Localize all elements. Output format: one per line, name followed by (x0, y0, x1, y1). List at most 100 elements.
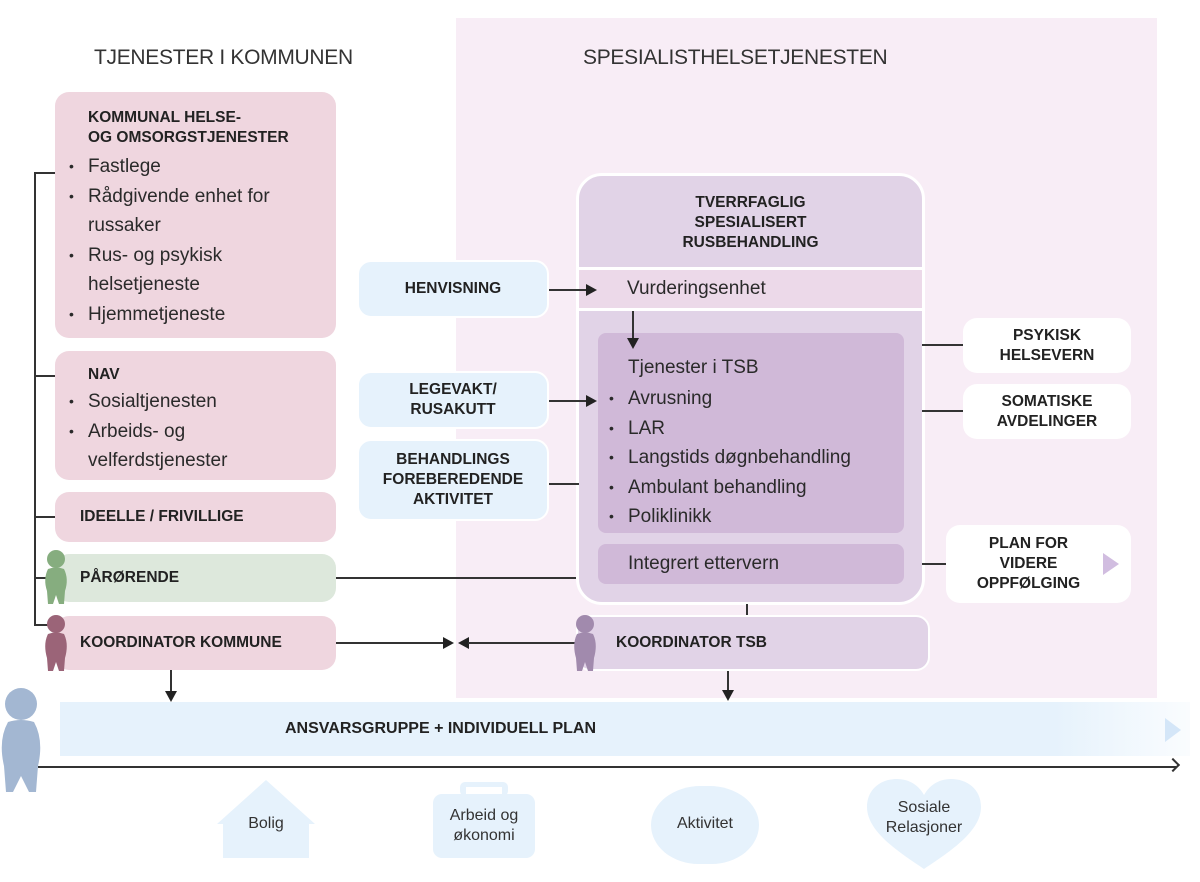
person-maroon-icon (43, 614, 69, 672)
legevakt-label-1: LEGEVAKT/ (409, 381, 497, 398)
parorende-box[interactable]: PÅRØRENDE (55, 554, 336, 602)
bolig-label: Bolig (248, 815, 284, 832)
psykisk-helsevern-box[interactable]: PSYKISK HELSEVERN (963, 318, 1131, 373)
behandling-label-1: BEHANDLINGS (396, 451, 510, 468)
arrow-right-icon (586, 284, 597, 296)
henvisning-label: HENVISNING (404, 280, 502, 297)
list-item: Hjemmetjeneste (69, 300, 324, 330)
tsb-services-box[interactable]: Tjenester i TSB Avrusning LAR Langstids … (598, 333, 904, 533)
spesialist-section-title: SPESIALISTHELSETJENESTEN (583, 46, 888, 69)
person-green-icon (43, 549, 69, 605)
kommune-section-title: TJENESTER I KOMMUNEN (94, 46, 353, 69)
tsb-services-title: Tjenester i TSB (628, 357, 759, 378)
arrow-down-icon (722, 690, 734, 701)
arbeid-label-2: økonomi (453, 827, 515, 844)
behandlings-forberedende-box[interactable]: BEHANDLINGS FOREBEREDENDE AKTIVITET (357, 439, 549, 521)
sosiale-label-2: Relasjoner (885, 819, 963, 836)
arbeid-label: Arbeid og økonomi (433, 806, 535, 846)
arrow-right-icon (586, 395, 597, 407)
psykisk-link-line (922, 344, 964, 346)
arbeid-label-1: Arbeid og (449, 807, 519, 824)
list-item: Rådgivende enhet for russaker (69, 182, 324, 241)
connector-koordinator (34, 624, 48, 626)
plan-label-1: PLAN FOR (988, 535, 1069, 552)
tsb-title-2: SPESIALISERT (694, 214, 807, 231)
list-item: Langstids døgnbehandling (609, 443, 899, 473)
koordinator-kommune-label: KOORDINATOR KOMMUNE (80, 634, 282, 651)
vurderingsenhet-label: Vurderingsenhet (627, 278, 766, 299)
aktivitet-label: Aktivitet (676, 815, 733, 832)
kommunal-helse-box[interactable]: KOMMUNAL HELSE- OG OMSORGSTJENESTER Fast… (55, 92, 336, 338)
henvisning-link-line (549, 289, 587, 291)
kommune-connector-line (34, 172, 36, 624)
tsb-title: TVERRFAGLIG SPESIALISERT RUSBEHANDLING (579, 193, 922, 253)
sosiale-label-1: Sosiale (897, 799, 951, 816)
koordinator-tsb-box[interactable]: KOORDINATOR TSB (576, 615, 930, 671)
connector-ideelle (34, 516, 56, 518)
integrert-ettervern-box[interactable]: Integrert ettervern (598, 544, 904, 584)
kommunal-helse-title-2: OG OMSORGSTJENESTER (88, 129, 289, 146)
legevakt-box[interactable]: LEGEVAKT/ RUSAKUTT (357, 371, 549, 429)
connector-parorende (34, 577, 48, 579)
kommunal-helse-title-1: KOMMUNAL HELSE- (88, 109, 241, 126)
legevakt-link-line (549, 400, 587, 402)
vurderingsenhet-row[interactable]: Vurderingsenhet (579, 267, 922, 311)
arrow-down-icon (165, 691, 177, 702)
koordinator-tsb-label: KOORDINATOR TSB (616, 634, 767, 651)
somatiske-link-line (922, 410, 964, 412)
nav-title: NAV (88, 366, 120, 383)
somatiske-label-1: SOMATISKE (1001, 392, 1093, 410)
plan-label-2: VIDERE (999, 555, 1058, 572)
psykisk-label-1: PSYKISK (1012, 326, 1082, 344)
ideelle-frivillige-box[interactable]: IDEELLE / FRIVILLIGE (55, 492, 336, 542)
person-purple-icon (572, 614, 598, 672)
parorende-link-line (336, 577, 578, 579)
connector-nav (34, 375, 56, 377)
koordinator-kommune-down-line (170, 670, 172, 692)
axis-arrow-icon (1165, 757, 1181, 773)
nav-list: Sosialtjenesten Arbeids- og velferdstjen… (69, 387, 324, 476)
koordinator-tsb-down-line (727, 671, 729, 691)
briefcase-icon (433, 782, 535, 858)
integrert-ettervern-label: Integrert ettervern (628, 553, 780, 574)
koordinator-tsb-link-line (468, 642, 576, 644)
behandling-link-line (549, 483, 579, 485)
plan-label-3: OPPFØLGING (976, 575, 1081, 592)
somatiske-label-2: AVDELINGER (996, 412, 1098, 430)
list-item: Sosialtjenesten (69, 387, 324, 417)
kommunal-helse-list: Fastlege Rådgivende enhet for russaker R… (69, 152, 324, 329)
parorende-label: PÅRØRENDE (80, 569, 180, 586)
koordinator-link-line (336, 642, 444, 644)
list-item: Rus- og psykisk helsetjeneste (69, 241, 324, 300)
list-item: Avrusning (609, 384, 899, 414)
tsb-title-3: RUSBEHANDLING (682, 234, 819, 251)
play-triangle-icon (1103, 553, 1119, 575)
nav-box[interactable]: NAV Sosialtjenesten Arbeids- og velferds… (55, 351, 336, 480)
psykisk-label-2: HELSEVERN (999, 346, 1095, 364)
time-axis-line (38, 766, 1176, 768)
tsb-services-list: Avrusning LAR Langstids døgnbehandling A… (609, 384, 899, 532)
list-item: Ambulant behandling (609, 473, 899, 503)
arrow-down-icon (627, 338, 639, 349)
vurdering-down-line (632, 311, 634, 339)
behandling-label-2: FOREBEREDENDE (382, 471, 524, 488)
ansvarsgruppe-label: ANSVARSGRUPPE + INDIVIDUELL PLAN (285, 720, 597, 737)
blob-icon (651, 786, 759, 864)
arrow-right-icon (443, 637, 454, 649)
connector-helse (34, 172, 56, 174)
koordinator-kommune-box[interactable]: KOORDINATOR KOMMUNE (55, 616, 336, 670)
ansvarsgruppe-bar[interactable]: ANSVARSGRUPPE + INDIVIDUELL PLAN (60, 702, 1190, 756)
list-item: Fastlege (69, 152, 324, 182)
plan-link-line (922, 563, 947, 565)
somatiske-avdelinger-box[interactable]: SOMATISKE AVDELINGER (963, 384, 1131, 439)
arrow-left-icon (458, 637, 469, 649)
house-icon (217, 780, 315, 858)
legevakt-label-2: RUSAKUTT (410, 401, 496, 418)
heart-icon (867, 779, 981, 869)
person-patient-icon (0, 688, 42, 794)
sosiale-label: Sosiale Relasjoner (867, 798, 981, 838)
list-item: Poliklinikk (609, 502, 899, 532)
list-item: Arbeids- og velferdstjenester (69, 417, 324, 476)
plan-videre-oppfolging-box[interactable]: PLAN FOR VIDERE OPPFØLGING (946, 525, 1131, 603)
henvisning-box[interactable]: HENVISNING (357, 260, 549, 318)
